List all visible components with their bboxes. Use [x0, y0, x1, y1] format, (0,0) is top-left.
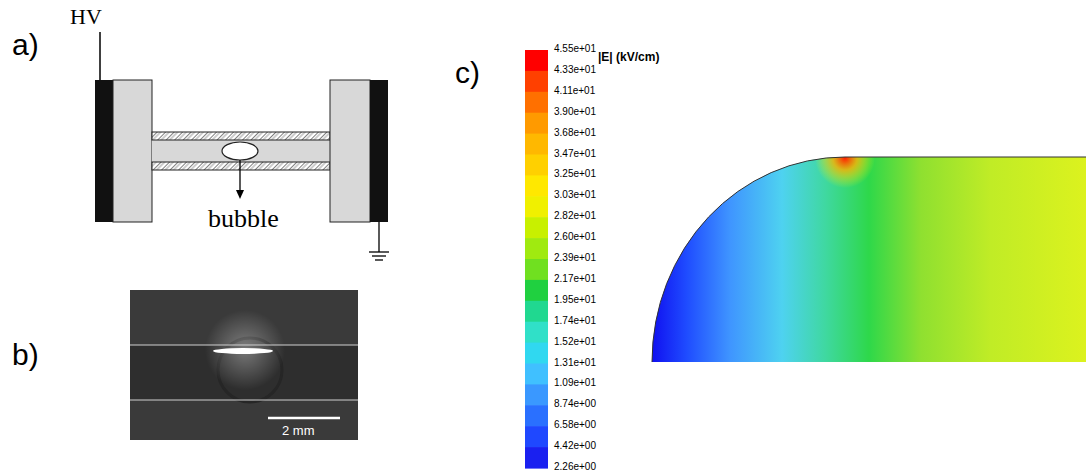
terminal-label: HV — [70, 6, 102, 28]
field-fill — [652, 150, 1086, 365]
colorbar-step — [525, 50, 548, 72]
colorbar-value: 2.26e+00 — [554, 462, 596, 472]
scale-label: 2 mm — [282, 424, 315, 437]
channel-edge — [130, 345, 358, 346]
colorbar-step — [525, 280, 548, 302]
colorbar-value: 3.03e+01 — [554, 190, 596, 200]
axis-title: |E| (kV/cm) — [598, 51, 659, 63]
colorbar-value: 3.68e+01 — [554, 128, 596, 138]
colorbar-value: 3.25e+01 — [554, 169, 596, 179]
discharge-glow — [213, 348, 273, 354]
ground-symbol — [369, 251, 389, 252]
colorbar-value: 1.95e+01 — [554, 295, 596, 305]
panel-label: b) — [12, 340, 39, 370]
glow — [130, 300, 358, 400]
colorbar-value: 6.58e+00 — [554, 420, 596, 430]
colorbar-step — [525, 426, 548, 448]
colorbar-step — [525, 92, 548, 114]
colorbar-value: 2.17e+01 — [554, 274, 596, 284]
hv-electrode — [95, 80, 113, 222]
colorbar-value: 1.74e+01 — [554, 316, 596, 326]
colorbar-step — [525, 405, 548, 427]
colorbar-value: 2.82e+01 — [554, 211, 596, 221]
colorbar-step — [525, 343, 548, 365]
colorbar-step — [525, 175, 548, 197]
colorbar-step — [525, 384, 548, 406]
channel-wall — [152, 132, 330, 140]
colorbar-step — [525, 155, 548, 177]
channel-wall — [152, 162, 330, 170]
colorbar-value: 8.74e+00 — [554, 399, 596, 409]
photo-ground — [130, 290, 358, 440]
colorbar-value: 4.11e+01 — [554, 86, 595, 96]
field-map — [652, 150, 1086, 365]
channel-edge — [130, 400, 358, 401]
ground-symbol — [372, 255, 386, 256]
part-label: bubble — [208, 206, 279, 232]
cell-schematic — [95, 32, 389, 260]
hv-wire — [99, 32, 101, 80]
colorbar-value: 4.55e+01 — [554, 44, 596, 54]
panel-label: c) — [455, 58, 480, 88]
colorbar-step — [525, 364, 548, 386]
panel-label: a) — [12, 30, 39, 60]
right-block — [330, 80, 370, 222]
left-block — [113, 80, 152, 222]
colorbar-step — [525, 259, 548, 281]
colorbar-value: 1.52e+01 — [554, 337, 596, 347]
colorbar-value: 1.31e+01 — [554, 358, 596, 368]
colorbar-value: 3.47e+01 — [554, 149, 596, 159]
colorbar-value: 3.90e+01 — [554, 107, 596, 117]
colorbar-step — [525, 134, 548, 156]
field-hotspot — [815, 150, 875, 190]
colorbar-step — [525, 71, 548, 93]
colorbar-value: 1.09e+01 — [554, 378, 596, 388]
ground-symbol — [375, 259, 383, 260]
scale-bar — [268, 417, 340, 420]
ground-electrode — [370, 80, 388, 222]
ground-wire — [378, 222, 379, 252]
colorbar — [525, 50, 548, 469]
colorbar-step — [525, 322, 548, 344]
colorbar-step — [525, 447, 548, 469]
colorbar-step — [525, 238, 548, 260]
colorbar-value: 4.33e+01 — [554, 65, 596, 75]
bubble-boundary — [652, 157, 1086, 362]
bubble-shape — [222, 142, 258, 160]
bubble-photo — [130, 290, 358, 440]
colorbar-step — [525, 301, 548, 323]
colorbar-step — [525, 113, 548, 135]
colorbar-step — [525, 196, 548, 218]
colorbar-value: 4.42e+00 — [554, 441, 596, 451]
colorbar-value: 2.60e+01 — [554, 232, 596, 242]
colorbar-step — [525, 217, 548, 239]
arrowhead — [236, 190, 244, 199]
channel — [152, 132, 330, 170]
colorbar-value: 2.39e+01 — [554, 253, 596, 263]
